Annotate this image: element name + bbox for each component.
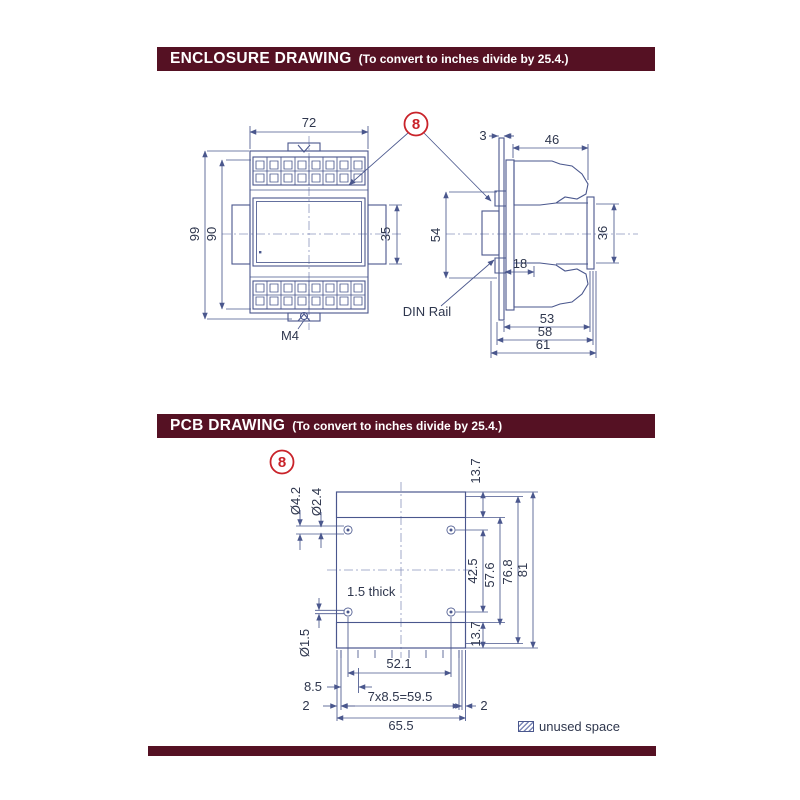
top-terminal-dividers (253, 157, 365, 185)
callout-8-badge (403, 111, 429, 137)
back-plate (505, 159, 515, 311)
dim-85-label: 8.5 (304, 679, 322, 694)
dim-35-label: 35 (378, 227, 393, 241)
clip-housing (481, 210, 500, 256)
pcb-hole-dims-top: Ø4.2 Ø2.4 (288, 487, 344, 550)
dim-425-label: 42.5 (465, 558, 480, 583)
m4-label: M4 (281, 328, 299, 343)
dim-hole-outer-label: Ø4.2 (288, 487, 303, 515)
enclosure-title: ENCLOSURE DRAWING (170, 50, 352, 67)
pcb-bottom-band (335, 621, 467, 649)
din-rail-label: DIN Rail (403, 304, 452, 319)
pcb-top-band (335, 491, 467, 519)
dim-81-label: 81 (515, 563, 530, 577)
bottom-terminal-dividers (253, 281, 365, 309)
tube-cap (586, 196, 595, 270)
front-plate-dot (259, 251, 262, 254)
dim-768-label: 76.8 (500, 559, 515, 584)
unused-space-legend: unused space (518, 719, 620, 734)
pcb-section-header: PCB DRAWING (To convert to inches divide… (157, 414, 655, 438)
dim-521-label: 52.1 (386, 656, 411, 671)
pcb-drawing: 8 1.5 thick (269, 449, 538, 733)
dim-edge-left-label: 2 (302, 698, 309, 713)
dim-53-label: 53 (540, 311, 554, 326)
tube-walls (556, 202, 588, 265)
front-plate-outer (252, 197, 366, 267)
pcb-hole-dims-bottom: Ø1.5 (297, 598, 344, 657)
dim-band-top-label: 13.7 (468, 458, 483, 483)
enclosure-drawing: 72 99 90 35 M4 8 (187, 111, 638, 358)
enclosure-front-view: 72 99 90 35 M4 (187, 115, 402, 343)
dim-36-label: 36 (595, 226, 610, 240)
pcb-right-dims: 13.7 42.5 57.6 76.8 81 13.7 (455, 458, 538, 649)
body-step-lines (250, 189, 368, 278)
pcb-title: PCB DRAWING (170, 417, 286, 434)
dim-pitch-row-label: 7x8.5=59.5 (368, 689, 433, 704)
legend-label: unused space (539, 719, 620, 734)
enclosure-side-view: 3 46 54 36 18 53 58 (403, 128, 638, 358)
dim-58-label: 58 (538, 324, 552, 339)
dim-99-label: 99 (187, 227, 202, 241)
top-terminal-cells (255, 160, 363, 183)
enclosure-section-header: ENCLOSURE DRAWING (To convert to inches … (157, 47, 655, 71)
front-plate-inner (256, 201, 362, 263)
bottom-clamp-v (297, 313, 311, 322)
top-tab (287, 142, 321, 152)
dim-46-label: 46 (545, 132, 559, 147)
dim-band-bottom-label: 13.7 (468, 621, 483, 646)
dim-72-label: 72 (302, 115, 316, 130)
dim-hole-small-label: Ø1.5 (297, 629, 312, 657)
pcb-subtitle: (To convert to inches divide by 25.4.) (292, 419, 503, 433)
pcb-callout-8-badge (269, 449, 295, 475)
dim-18-label: 18 (513, 256, 527, 271)
dim-90-label: 90 (204, 227, 219, 241)
dim-61-label: 61 (536, 337, 550, 352)
bottom-terminal-cells (255, 283, 363, 306)
right-wing (367, 204, 387, 265)
hatch-swatch-icon (518, 721, 534, 732)
section-bottom-block (513, 262, 589, 308)
din-rail-profile (498, 137, 505, 321)
footer-bar (148, 746, 656, 756)
dim-655-label: 65.5 (388, 718, 413, 733)
dim-54-label: 54 (428, 228, 443, 242)
m4-screw (299, 311, 309, 321)
top-clamp-v (297, 144, 311, 153)
pcb-callout-8-number: 8 (278, 454, 286, 471)
dim-576-label: 57.6 (482, 562, 497, 587)
section-top-block (513, 160, 589, 206)
rail-hooks (494, 190, 506, 274)
pcb-centerlines (327, 482, 476, 658)
callout-8-number: 8 (412, 116, 420, 133)
dim-edge-right-label: 2 (480, 698, 487, 713)
left-wing (231, 204, 251, 265)
dim-3-label: 3 (479, 128, 486, 143)
enclosure-subtitle: (To convert to inches divide by 25.4.) (358, 52, 569, 66)
enclosure-callout-8: 8 (348, 111, 492, 202)
dim-hole-inner-label: Ø2.4 (309, 488, 324, 516)
pcb-thickness-note: 1.5 thick (347, 584, 396, 599)
pcb-holes (343, 525, 456, 617)
pcb-bottom-dims: 52.1 8.5 2 7x8.5=59.5 2 65.5 (302, 617, 488, 733)
pcb-callout-8: 8 (269, 449, 295, 475)
pcb-outline-group: 1.5 thick (327, 482, 476, 658)
